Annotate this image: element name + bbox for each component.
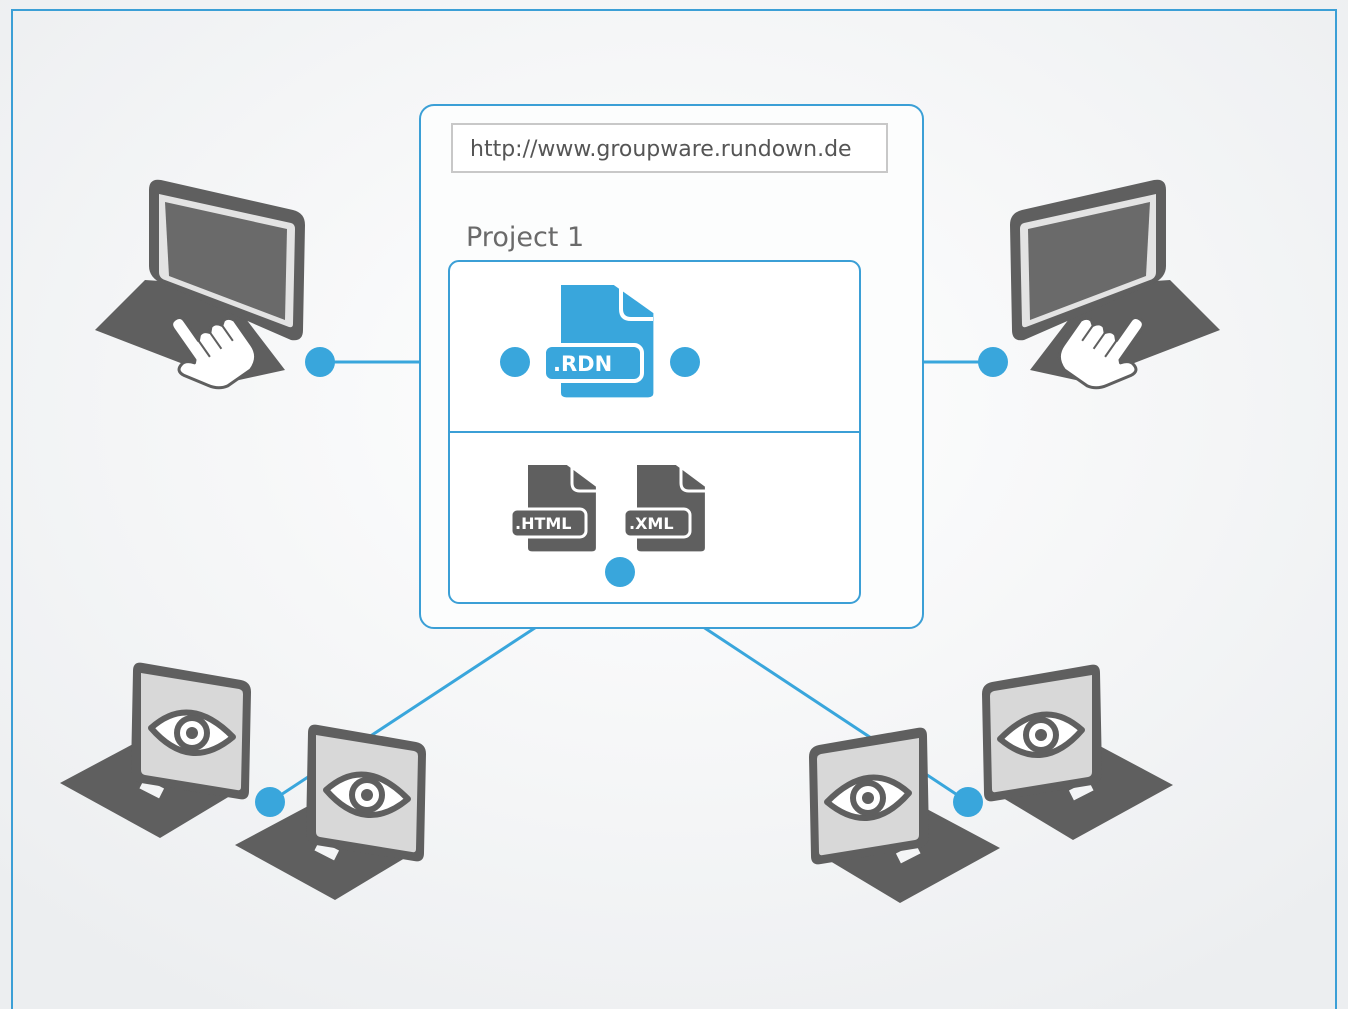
html-file-label: .HTML [515,514,572,533]
connector-dot-right-editor [978,347,1008,377]
connector-dot-left-viewers [255,787,285,817]
html-file-badge [509,507,588,539]
connector-dot-rdn-left [500,347,530,377]
html-file-icon[interactable]: .HTML [509,465,596,552]
project-title: Project 1 [466,222,584,253]
rdn-file-icon[interactable]: .RDN [542,285,654,398]
url-text: http://www.groupware.rundown.de [470,137,852,162]
rdn-file-badge [542,343,644,383]
connector-dot-exports [605,557,635,587]
connector-dot-left-editor [305,347,335,377]
xml-file-label: .XML [629,514,674,533]
connector-dots [255,347,1008,817]
xml-file-icon[interactable]: .XML [622,465,705,552]
connector-dot-rdn-right [670,347,700,377]
xml-file-badge [622,507,692,539]
rdn-file-label: .RDN [553,352,612,376]
outer-frame [11,9,1337,1009]
url-bar[interactable] [451,123,888,173]
connector-dot-right-viewers [953,787,983,817]
